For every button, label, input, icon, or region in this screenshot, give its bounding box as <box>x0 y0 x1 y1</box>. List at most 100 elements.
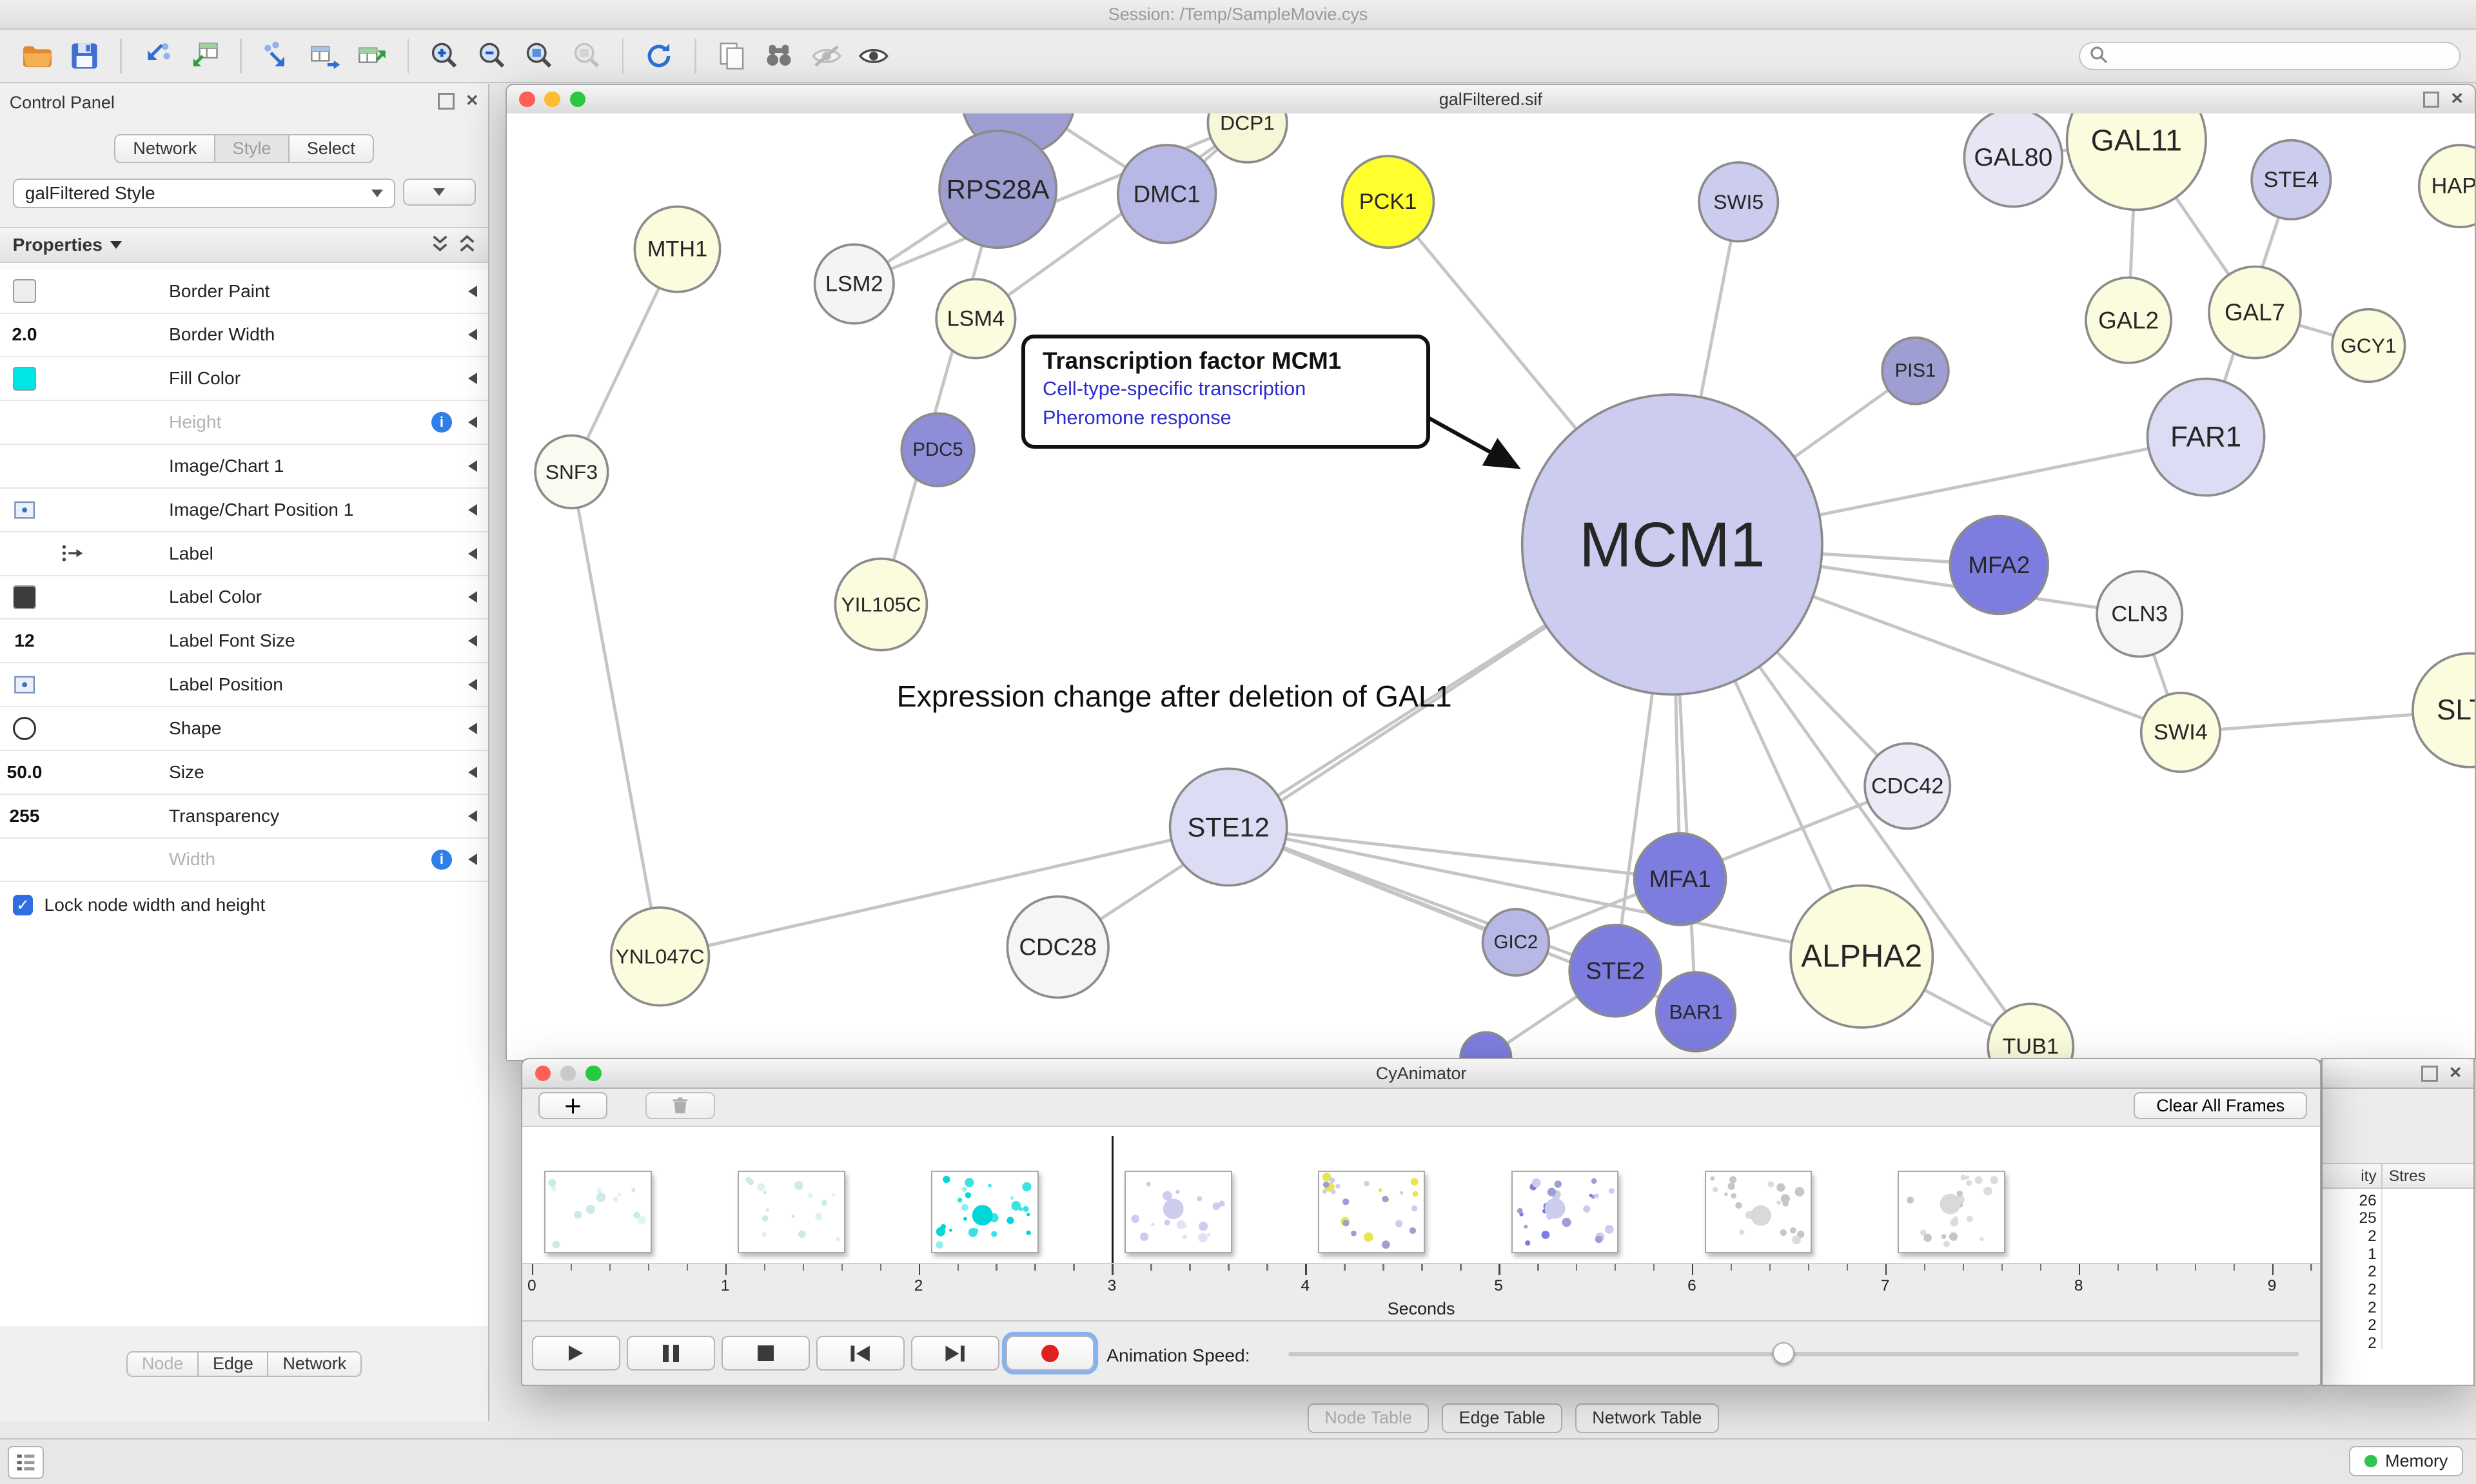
pause-button[interactable] <box>626 1336 715 1371</box>
expand-arrow-icon[interactable] <box>468 547 478 560</box>
frame-thumbnail-0[interactable] <box>544 1171 652 1253</box>
node-MCM1[interactable] <box>1520 393 1823 696</box>
node-MTH1[interactable] <box>633 205 722 293</box>
refresh-icon[interactable] <box>638 35 680 77</box>
close-view-icon[interactable]: ✕ <box>2450 90 2464 108</box>
tab-network[interactable]: Network <box>114 134 216 163</box>
import-network-icon[interactable] <box>136 35 179 77</box>
edge-STE12-YNL047C[interactable] <box>659 825 1229 958</box>
table-row[interactable]: 2 <box>2323 1295 2473 1316</box>
node-CLN3[interactable] <box>2095 570 2183 658</box>
delete-frame-button[interactable] <box>645 1092 715 1119</box>
zoom-out-icon[interactable] <box>471 35 513 77</box>
ellipse-shape-icon[interactable] <box>12 716 37 741</box>
clear-all-frames-button[interactable]: Clear All Frames <box>2134 1092 2308 1119</box>
property-row-image-chart-1[interactable]: Image/Chart 1 <box>0 445 489 489</box>
table-row[interactable]: 2 <box>2323 1331 2473 1352</box>
next-frame-button[interactable] <box>910 1336 999 1371</box>
node-ALPHA2[interactable] <box>1789 884 1934 1029</box>
node-NODE-CUT[interactable] <box>1459 1031 1513 1060</box>
info-icon[interactable]: i <box>431 412 452 433</box>
property-row-label[interactable]: Label <box>0 532 489 576</box>
edge-SNF3-YNL047C[interactable] <box>569 471 662 957</box>
default-value-cell[interactable]: 255 <box>0 806 49 826</box>
default-value-cell[interactable] <box>0 585 49 609</box>
frames-strip[interactable] <box>522 1125 2320 1265</box>
network-graph[interactable]: RPS28BRPS28ADMC1DCP1PCK1SWI5GAL80GAL11ST… <box>507 113 2475 1060</box>
expand-arrow-icon[interactable] <box>468 416 478 429</box>
node-MFA1[interactable] <box>1633 832 1727 926</box>
expand-arrow-icon[interactable] <box>468 810 478 822</box>
cell-value[interactable] <box>2383 1242 2473 1260</box>
property-row-fill-color[interactable]: Fill Color <box>0 357 489 402</box>
default-value-cell[interactable] <box>0 716 49 741</box>
node-FAR1[interactable] <box>2146 377 2266 497</box>
expand-arrow-icon[interactable] <box>468 854 478 866</box>
import-table-icon[interactable] <box>183 35 226 77</box>
expand-arrow-icon[interactable] <box>468 591 478 603</box>
cell-value[interactable] <box>2383 1224 2473 1242</box>
cell-value[interactable]: 2 <box>2323 1260 2383 1280</box>
zoom-in-icon[interactable] <box>423 35 466 77</box>
node-YNL047C[interactable] <box>609 906 710 1007</box>
cell-value[interactable]: 2 <box>2323 1313 2383 1334</box>
lock-size-row[interactable]: ✓ Lock node width and height <box>0 882 489 928</box>
expand-arrow-icon[interactable] <box>468 329 478 341</box>
play-button[interactable] <box>531 1336 620 1371</box>
cell-value[interactable]: 2 <box>2323 1224 2383 1245</box>
tab-edge-table[interactable]: Edge Table <box>1442 1403 1563 1433</box>
node-GIC2[interactable] <box>1481 908 1550 977</box>
node-GCY1[interactable] <box>2330 308 2406 384</box>
cell-value[interactable]: 1 <box>2323 1242 2383 1263</box>
close-window-icon[interactable] <box>519 91 535 108</box>
stop-button[interactable] <box>721 1336 810 1371</box>
copy-icon[interactable] <box>711 35 753 77</box>
zoom-window-icon[interactable] <box>585 1065 602 1082</box>
default-value-cell[interactable]: 12 <box>0 630 49 651</box>
expand-arrow-icon[interactable] <box>468 503 478 516</box>
node-LSM2[interactable] <box>813 243 895 325</box>
record-button[interactable] <box>1005 1336 1094 1371</box>
color-swatch[interactable] <box>12 279 37 304</box>
expand-arrow-icon[interactable] <box>468 373 478 385</box>
tab-style[interactable]: Style <box>213 134 290 163</box>
node-GAL11[interactable] <box>2065 113 2207 211</box>
edge-RPS28A-YIL105C[interactable] <box>879 188 999 605</box>
node-STE4[interactable] <box>2250 139 2332 220</box>
minimize-window-icon[interactable] <box>544 91 560 108</box>
cell-value[interactable]: 2 <box>2323 1277 2383 1298</box>
node-GAL7[interactable] <box>2207 265 2302 360</box>
frame-thumbnail-3[interactable] <box>1125 1171 1232 1253</box>
show-panels-button[interactable] <box>8 1446 44 1479</box>
previous-frame-button[interactable] <box>816 1336 905 1371</box>
property-row-image-chart-position-1[interactable]: Image/Chart Position 1 <box>0 488 489 532</box>
node-SWI5[interactable] <box>1697 161 1779 243</box>
column-header-stress[interactable]: Stres <box>2388 1167 2426 1186</box>
lock-size-checkbox[interactable]: ✓ <box>12 895 34 915</box>
color-swatch[interactable] <box>12 366 37 391</box>
default-value[interactable]: 50.0 <box>6 761 43 782</box>
node-DMC1[interactable] <box>1116 144 1217 244</box>
node-HAP4[interactable] <box>2417 144 2475 229</box>
default-value-cell[interactable]: 50.0 <box>0 762 49 783</box>
default-value-cell[interactable] <box>0 279 49 304</box>
style-dropdown[interactable]: galFiltered Style <box>12 179 395 209</box>
frame-thumbnail-4[interactable] <box>1317 1171 1426 1253</box>
slider-thumb[interactable] <box>1772 1342 1795 1365</box>
show-all-icon[interactable] <box>852 35 895 77</box>
search-input[interactable] <box>2114 44 2450 68</box>
expand-arrow-icon[interactable] <box>468 766 478 778</box>
cell-value[interactable]: 2 <box>2323 1331 2383 1352</box>
table-row[interactable]: 26 <box>2323 1188 2473 1209</box>
frame-thumbnail-2[interactable] <box>931 1171 1039 1253</box>
node-SWI4[interactable] <box>2139 691 2221 773</box>
style-options-button[interactable] <box>402 179 476 206</box>
export-network-icon[interactable] <box>256 35 299 77</box>
property-row-label-color[interactable]: Label Color <box>0 576 489 620</box>
cell-value[interactable] <box>2383 1189 2473 1207</box>
expand-arrow-icon[interactable] <box>468 460 478 472</box>
zoom-window-icon[interactable] <box>569 91 586 108</box>
